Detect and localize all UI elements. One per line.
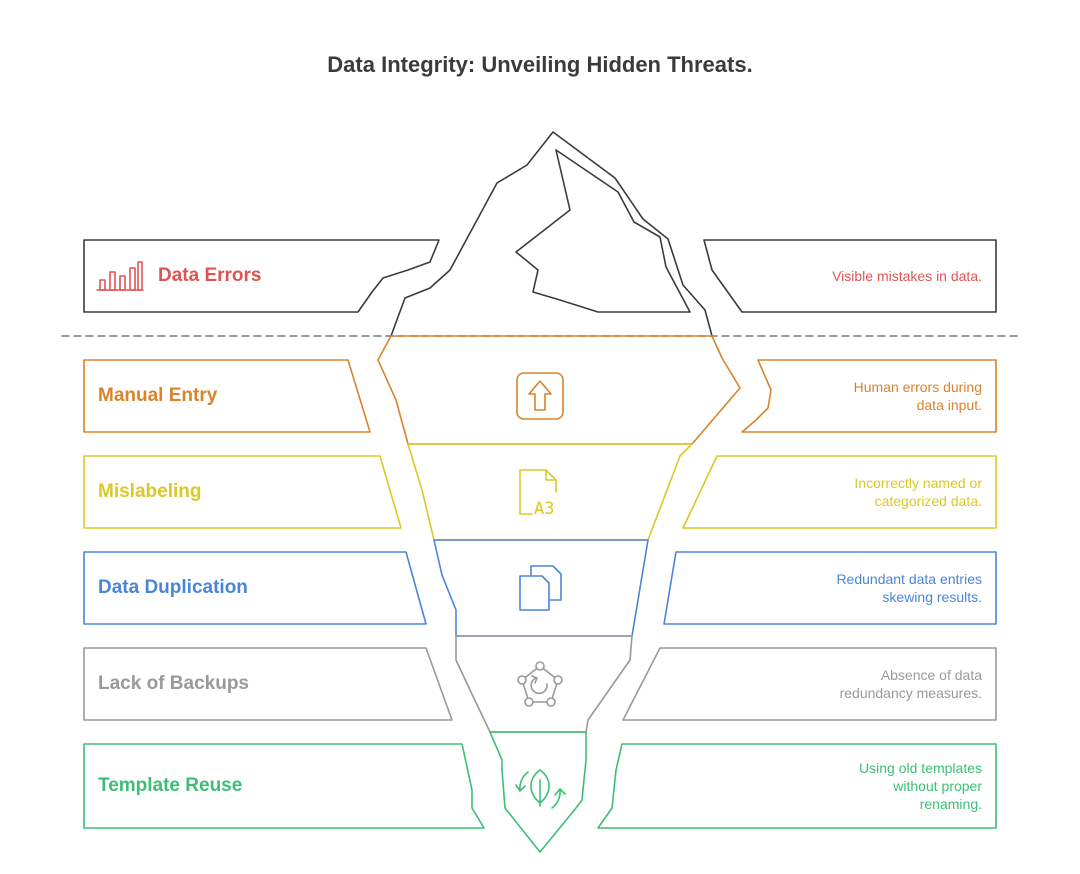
bar-chart-icon (96, 261, 144, 291)
layer-mislabeling-shape (407, 443, 693, 541)
row-duplication-left-box (83, 551, 427, 625)
row-manual-entry-left-box (83, 359, 371, 433)
file-label-icon: A3 (519, 469, 557, 519)
row-backups-right-box (622, 647, 997, 721)
row-duplication-right-box (663, 551, 997, 625)
desc-data-duplication: Redundant data entries skewing results. (836, 571, 982, 605)
upload-arrow-icon (516, 372, 564, 420)
desc-manual-entry: Human errors during data input. (853, 379, 982, 413)
row-template-reuse-right-box (597, 743, 997, 829)
iceberg-tip-inner (515, 149, 691, 313)
layer-backups-shape (455, 635, 633, 733)
desc-data-errors: Visible mistakes in data. (832, 268, 982, 284)
layer-template-reuse-shape (489, 731, 587, 853)
label-lack-of-backups: Lack of Backups (98, 673, 249, 694)
svg-text:A3: A3 (534, 499, 554, 519)
label-data-duplication: Data Duplication (98, 577, 248, 598)
label-mislabeling: Mislabeling (98, 481, 202, 502)
label-data-errors: Data Errors (158, 265, 262, 286)
backup-cycle-icon (517, 661, 563, 707)
page-title: Data Integrity: Unveiling Hidden Threats… (327, 52, 753, 77)
desc-lack-of-backups: Absence of data redundancy measures. (839, 667, 982, 701)
row-manual-entry-right-box (741, 359, 997, 433)
layer-manual-entry-shape (377, 335, 741, 445)
row-data-errors-left-box (83, 239, 440, 313)
row-data-errors-right-box (703, 239, 997, 313)
layer-duplication-shape (433, 539, 649, 637)
label-template-reuse: Template Reuse (98, 775, 243, 796)
row-backups-left-box (83, 647, 453, 721)
desc-template-reuse: Using old templates without proper renam… (859, 760, 982, 812)
recycle-leaf-icon (515, 769, 566, 809)
label-manual-entry: Manual Entry (98, 385, 218, 406)
row-mislabeling-left-box (83, 455, 402, 529)
row-template-reuse-left-box (83, 743, 485, 829)
iceberg-tip-outline (390, 131, 713, 337)
copy-documents-icon (519, 565, 562, 611)
row-mislabeling-right-box (682, 455, 997, 529)
desc-mislabeling: Incorrectly named or categorized data. (854, 475, 982, 509)
